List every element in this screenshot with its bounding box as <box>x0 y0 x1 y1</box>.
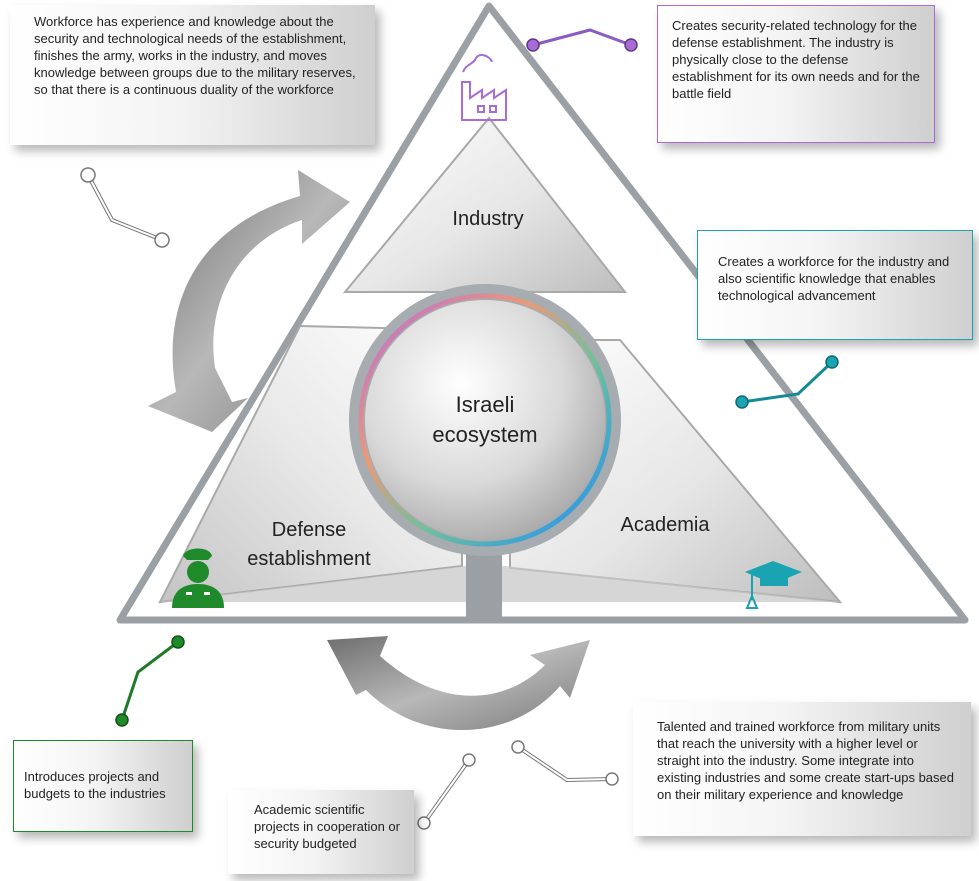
workforce-duality-text: Workforce has experience and knowledge a… <box>34 14 356 97</box>
connector-workforce <box>80 167 170 248</box>
soldier-icon <box>172 548 224 608</box>
center-gradient-ring <box>358 293 612 547</box>
defense-label: Defense establishment <box>247 519 371 570</box>
defense-projects-note: Introduces projects and budgets to the i… <box>13 740 193 832</box>
workforce-duality-note: Workforce has experience and knowledge a… <box>10 5 375 145</box>
connector-industry <box>526 28 638 52</box>
connector-academic-projects <box>417 753 476 830</box>
academic-projects-note: Academic scientific projects in cooperat… <box>228 790 414 874</box>
academia-label: Academia <box>620 514 710 536</box>
industry-tech-note: Creates security-related technology for … <box>657 5 935 143</box>
military-talent-note: Talented and trained workforce from mili… <box>633 702 971 836</box>
left-cycle-arrow <box>148 170 350 432</box>
center-disc <box>365 300 605 540</box>
connector-military-talent <box>511 740 619 786</box>
academia-workforce-note: Creates a workforce for the industry and… <box>697 230 973 340</box>
graduation-cap-icon <box>745 561 802 609</box>
industry-tech-text: Creates security-related technology for … <box>672 18 920 101</box>
industry-label: Industry <box>452 208 524 230</box>
defense-projects-text: Introduces projects and budgets to the i… <box>24 769 166 801</box>
center-title: Israeli ecosystem <box>432 392 538 447</box>
academic-projects-text: Academic scientific projects in cooperat… <box>254 802 400 851</box>
center-stem <box>466 548 502 618</box>
connector-academia <box>735 355 839 409</box>
factory-icon <box>461 54 507 121</box>
military-talent-text: Talented and trained workforce from mili… <box>657 719 954 802</box>
bottom-cycle-arrow <box>327 636 590 731</box>
connector-defense <box>115 635 185 727</box>
academia-workforce-text: Creates a workforce for the industry and… <box>718 254 950 303</box>
